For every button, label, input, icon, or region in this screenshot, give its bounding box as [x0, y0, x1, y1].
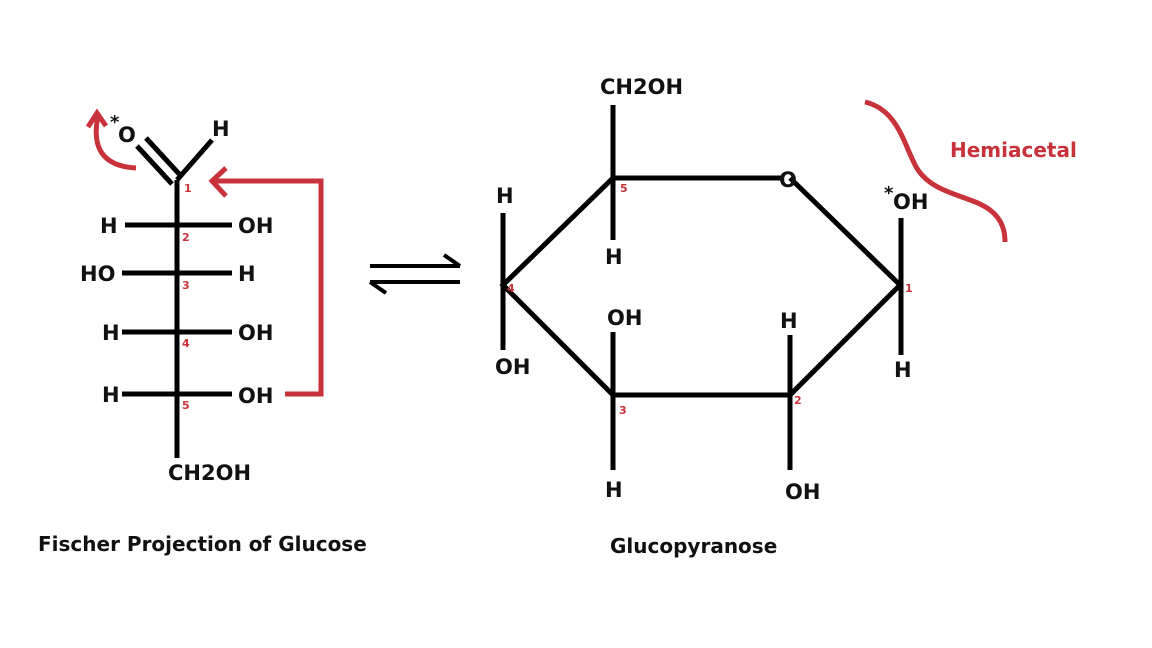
carbon-number-4: 4 — [182, 337, 190, 350]
carbon-number-1: 1 — [184, 182, 192, 195]
c4-right: OH — [238, 321, 273, 345]
double-bond-b — [144, 136, 183, 178]
c3-right: H — [238, 262, 256, 286]
ring-number-5: 5 — [620, 182, 628, 195]
curved-arrowhead-icon — [85, 108, 109, 129]
oxygen-star: * — [110, 112, 120, 133]
c4-left: H — [102, 321, 120, 345]
carbon-number-3: 3 — [182, 279, 190, 292]
hemiacetal-brace — [864, 99, 1008, 243]
carbon-number-2: 2 — [182, 231, 190, 244]
arrowhead-icon — [208, 166, 228, 198]
ring-number-3: 3 — [619, 404, 627, 417]
c3-oh: OH — [607, 306, 642, 330]
c5-h: H — [605, 245, 623, 269]
ring-number-4: 4 — [507, 282, 515, 295]
carbon-number-5: 5 — [182, 399, 190, 412]
fischer-projection: O * H 1 H OH 2 HO H 3 H OH 4 H OH 5 CH2O… — [38, 108, 367, 556]
aldehyde-oxygen: O — [118, 123, 136, 147]
glucopyranose-caption: Glucopyranose — [610, 534, 777, 558]
glucopyranose-ring: O CH2OH H 5 H OH 4 OH H 3 H OH 2 OH * H … — [495, 75, 1077, 558]
c5-right: OH — [238, 384, 273, 408]
aldehyde-h-bond — [175, 138, 214, 182]
c1-star: * — [884, 183, 894, 204]
c2-right: OH — [238, 214, 273, 238]
c1-oh: OH — [893, 190, 928, 214]
c3-h: H — [605, 478, 623, 502]
double-bond-a — [135, 144, 174, 186]
c3-left: HO — [80, 262, 115, 286]
ring-bonds — [499, 175, 904, 398]
hemiacetal-label: Hemiacetal — [950, 138, 1077, 162]
c2-oh: OH — [785, 480, 820, 504]
ring-number-2: 2 — [794, 394, 802, 407]
c1-h: H — [894, 358, 912, 382]
cyclization-arrow — [212, 178, 324, 397]
c5-ch2oh: CH2OH — [600, 75, 683, 99]
equilibrium-arrows-icon — [368, 253, 462, 295]
curved-arrow — [93, 115, 137, 171]
ring-number-1: 1 — [905, 282, 913, 295]
c2-left: H — [100, 214, 118, 238]
ring-oxygen: O — [779, 168, 797, 192]
fischer-caption: Fischer Projection of Glucose — [38, 532, 367, 556]
c4-h: H — [496, 184, 514, 208]
aldehyde-hydrogen: H — [212, 117, 230, 141]
c2-h: H — [780, 309, 798, 333]
c4-oh: OH — [495, 355, 530, 379]
fischer-ch2oh: CH2OH — [168, 461, 251, 485]
c5-left: H — [102, 383, 120, 407]
